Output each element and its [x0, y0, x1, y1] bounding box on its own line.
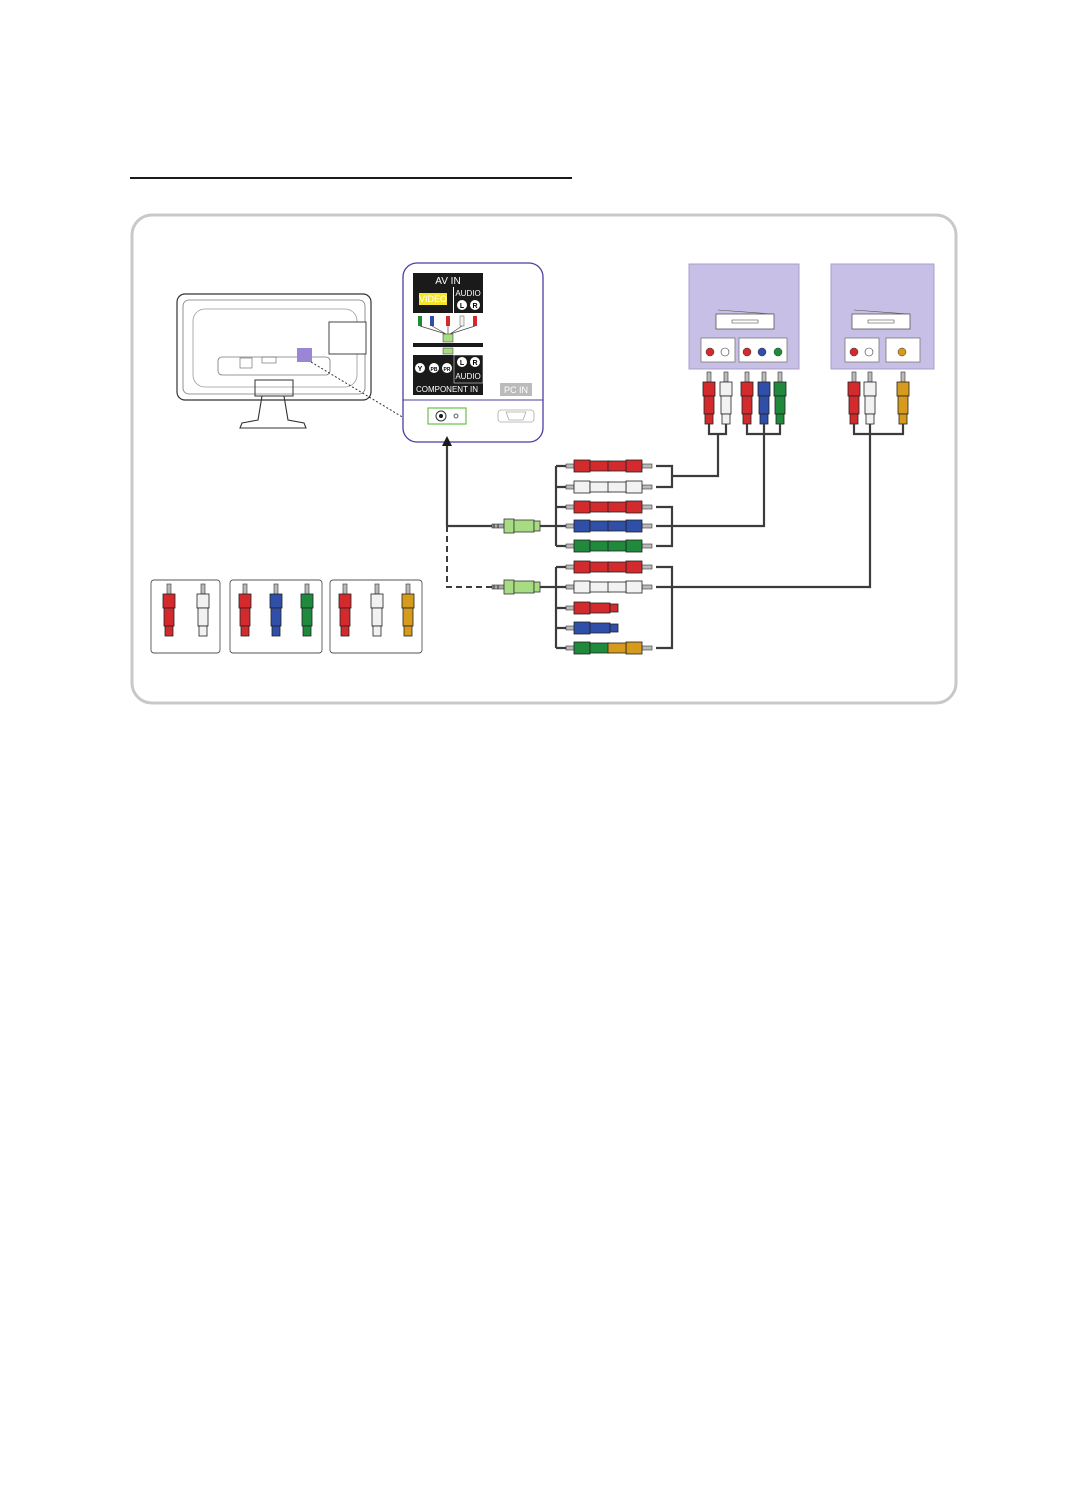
component-in-label: COMPONENT IN	[416, 385, 478, 394]
r-label-bottom: R	[472, 360, 477, 367]
dvd-player-icon	[689, 264, 799, 369]
tv-rear-icon	[177, 294, 371, 428]
pc-in-label: PC IN	[504, 385, 528, 395]
av-component-port	[428, 408, 466, 424]
pr-label: PR	[444, 367, 451, 373]
jack-panel: AV IN VIDEO AUDIO L R Y PB PR L	[403, 263, 543, 442]
cable-legend	[151, 580, 422, 653]
audio-top-label: AUDIO	[455, 289, 480, 298]
l-label-bottom: L	[460, 360, 465, 367]
stereo-mini-plug-icon	[492, 519, 540, 594]
device1-plugs	[703, 372, 786, 424]
zoom-pointer-line	[311, 362, 404, 418]
r-label-top: R	[472, 303, 477, 310]
av-device-icon	[831, 264, 934, 369]
video-label: VIDEO	[419, 294, 447, 304]
pb-label: PB	[431, 367, 438, 373]
cables	[447, 424, 903, 648]
av-in-label: AV IN	[435, 276, 460, 287]
y-label: Y	[418, 366, 423, 373]
rca-jack-rows	[566, 460, 652, 654]
tv-port-highlight	[297, 348, 312, 362]
alt-dashed-cable	[447, 526, 497, 587]
audio-bottom-label: AUDIO	[455, 372, 480, 381]
device2-plugs	[848, 372, 909, 424]
l-label-top: L	[460, 303, 465, 310]
connection-diagram: AV IN VIDEO AUDIO L R Y PB PR L	[0, 0, 1089, 720]
legend-audio-cable	[151, 580, 220, 653]
